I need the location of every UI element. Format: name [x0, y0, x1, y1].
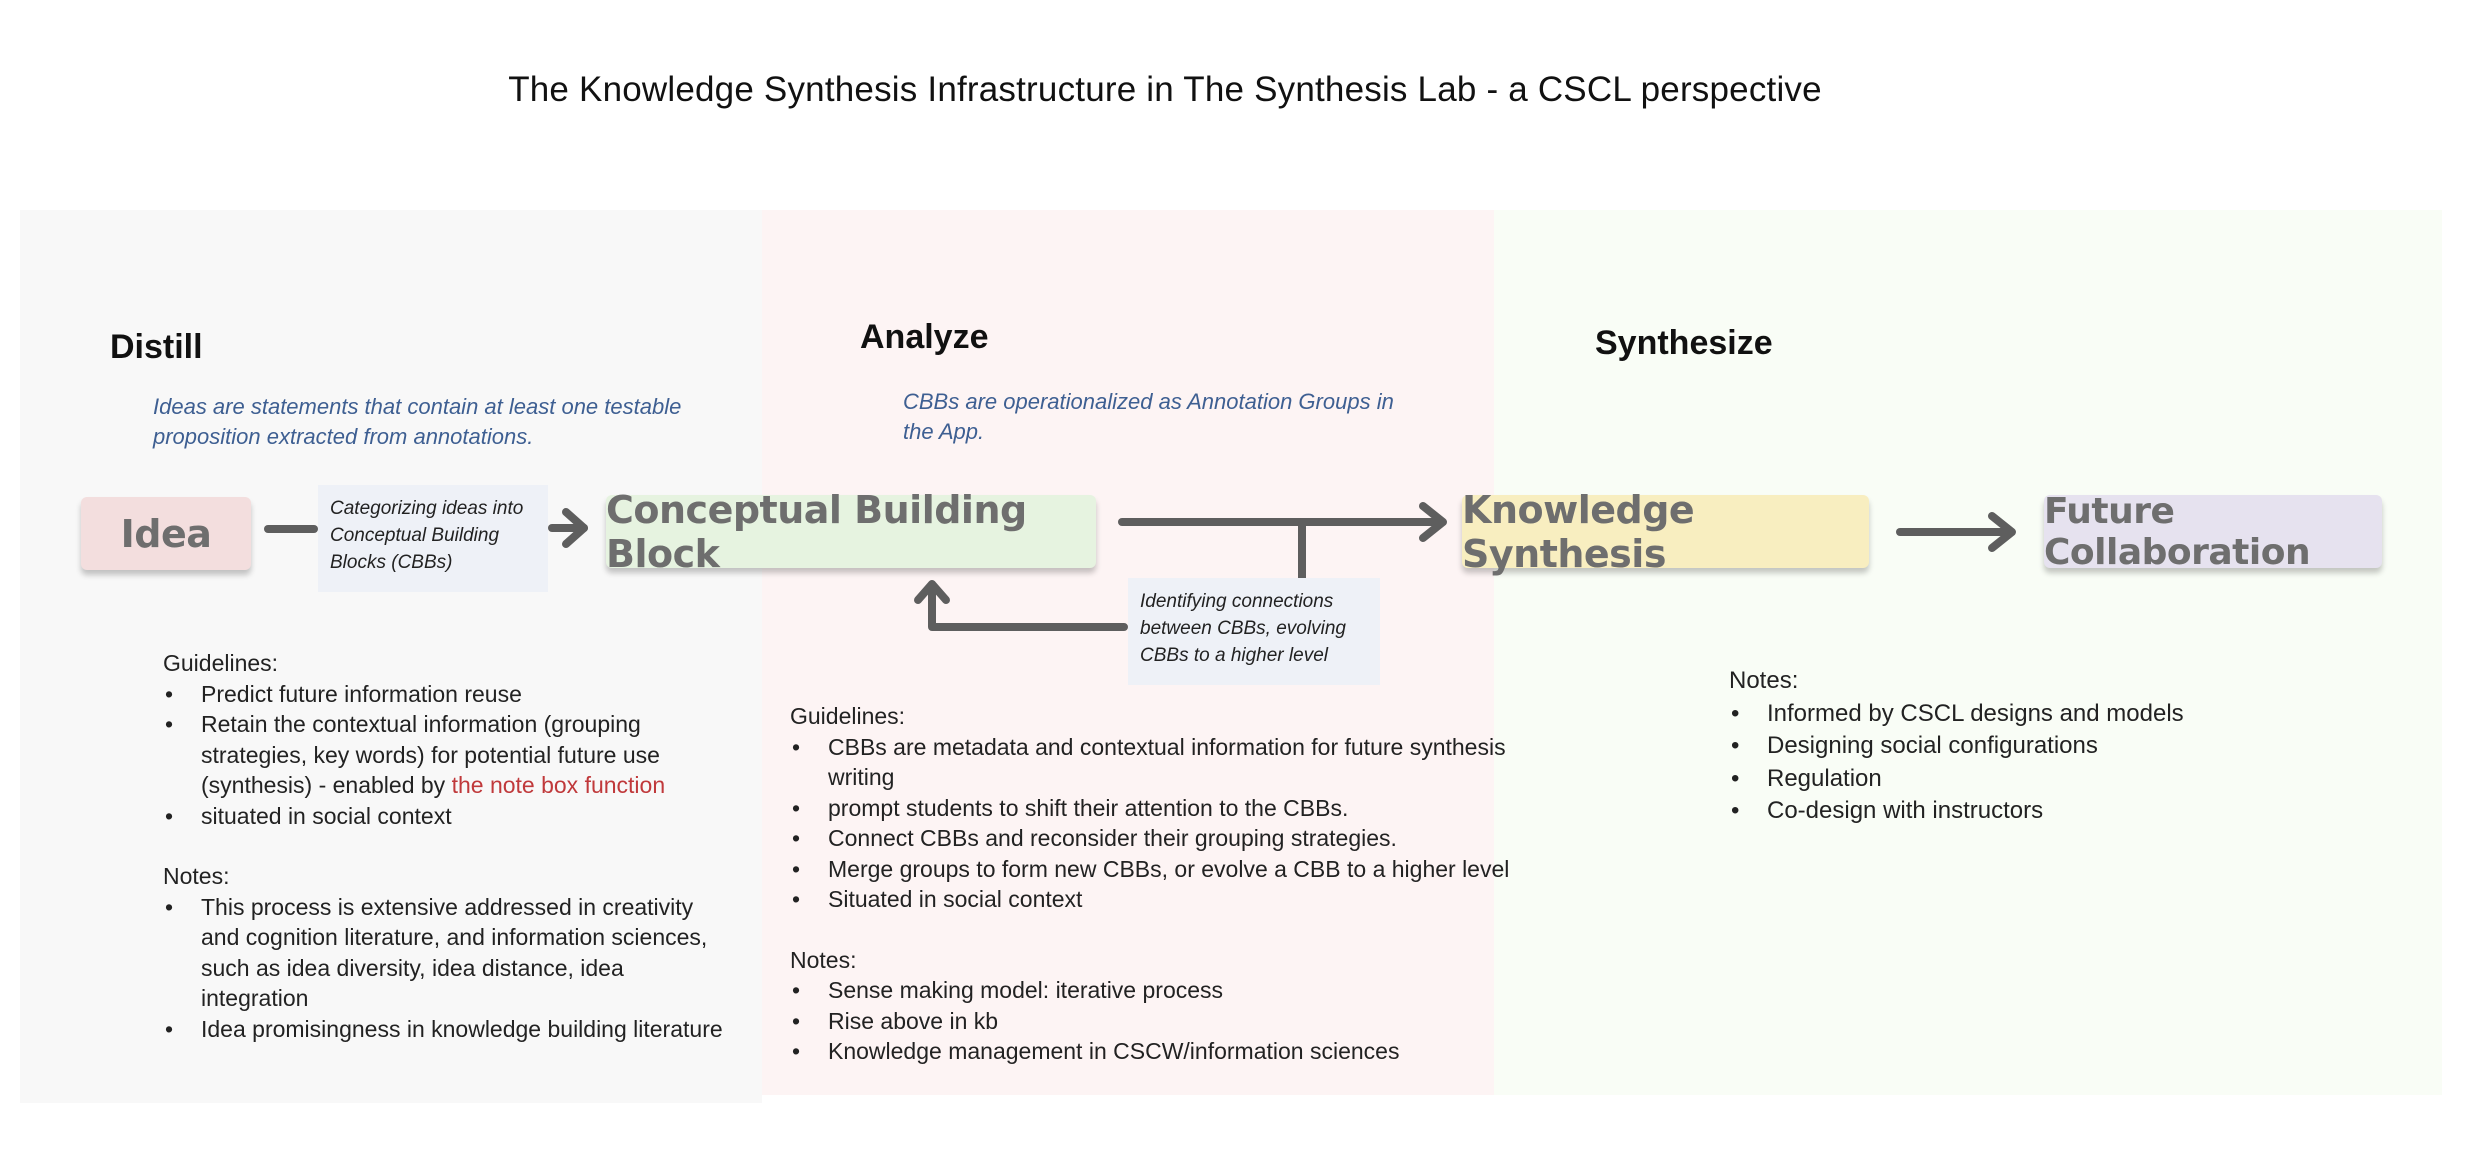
analyze-description: CBBs are operationalized as Annotation G… [903, 389, 1394, 444]
caption-to-cbb-arrowhead [562, 508, 588, 548]
conceptual-building-block-node: Conceptual Building Block [606, 488, 1096, 576]
future-collaboration-node: Future Collaboration [2044, 491, 2382, 573]
list-item: Regulation [1729, 763, 2329, 796]
idea-node: Idea [81, 497, 251, 570]
list-item: prompt students to shift their attention… [790, 793, 1510, 824]
list-item: Merge groups to form new CBBs, or evolve… [790, 854, 1510, 885]
analyze-text-block: Guidelines: CBBs are metadata and contex… [790, 701, 1510, 1067]
page-title: The Knowledge Synthesis Infrastructure i… [508, 70, 1822, 109]
feedback-arrowhead [914, 580, 950, 604]
list-item: Sense making model: iterative process [790, 975, 1510, 1006]
categorizing-caption: Categorizing ideas into Conceptual Build… [318, 485, 548, 592]
cbb-to-ks-arrowhead [1419, 502, 1447, 542]
analyze-notes-list: Sense making model: iterative process Ri… [790, 975, 1510, 1067]
distill-description: Ideas are statements that contain at lea… [153, 394, 682, 449]
analyze-heading: Analyze [860, 318, 989, 356]
list-item: situated in social context [163, 801, 733, 832]
list-item: Knowledge management in CSCW/information… [790, 1036, 1510, 1067]
distill-notes-list: This process is extensive addressed in c… [163, 892, 733, 1045]
analyze-notes-label: Notes: [790, 946, 857, 973]
synthesize-panel [1494, 210, 2442, 1095]
distill-notes-label: Notes: [163, 863, 230, 889]
synthesize-notes-label: Notes: [1729, 667, 1799, 694]
feedback-arrow [928, 584, 1128, 631]
distill-guidelines-list: Predict future information reuse Retain … [163, 679, 733, 832]
list-item: Retain the contextual information (group… [163, 709, 733, 801]
ks-to-fc-arrowhead [1988, 512, 2016, 552]
distill-heading: Distill [110, 328, 203, 366]
synthesize-text-block: Notes: Informed by CSCL designs and mode… [1729, 665, 2329, 828]
list-item: Informed by CSCL designs and models [1729, 698, 2329, 731]
list-item: Co-design with instructors [1729, 795, 2329, 828]
distill-guidelines-label: Guidelines: [163, 650, 279, 676]
note-box-link[interactable]: the note box function [451, 772, 666, 798]
list-item: CBBs are metadata and contextual informa… [790, 732, 1510, 793]
list-item: Predict future information reuse [163, 679, 733, 710]
list-item: Rise above in kb [790, 1006, 1510, 1037]
list-item: Situated in social context [790, 884, 1510, 915]
knowledge-synthesis-node: Knowledge Synthesis [1462, 488, 1869, 576]
list-item: Idea promisingness in knowledge building… [163, 1014, 733, 1045]
synthesize-notes-list: Informed by CSCL designs and models Desi… [1729, 698, 2329, 828]
synthesize-heading: Synthesize [1595, 324, 1773, 362]
analyze-guidelines-list: CBBs are metadata and contextual informa… [790, 732, 1510, 915]
identifying-caption: Identifying connections between CBBs, ev… [1128, 578, 1380, 685]
distill-text-block: Guidelines: Predict future information r… [163, 648, 733, 1044]
list-item: This process is extensive addressed in c… [163, 892, 733, 1014]
guideline-text: Retain the contextual information (group… [201, 711, 660, 798]
list-item: Connect CBBs and reconsider their groupi… [790, 823, 1510, 854]
analyze-guidelines-label: Guidelines: [790, 703, 906, 729]
list-item: Designing social configurations [1729, 730, 2329, 763]
